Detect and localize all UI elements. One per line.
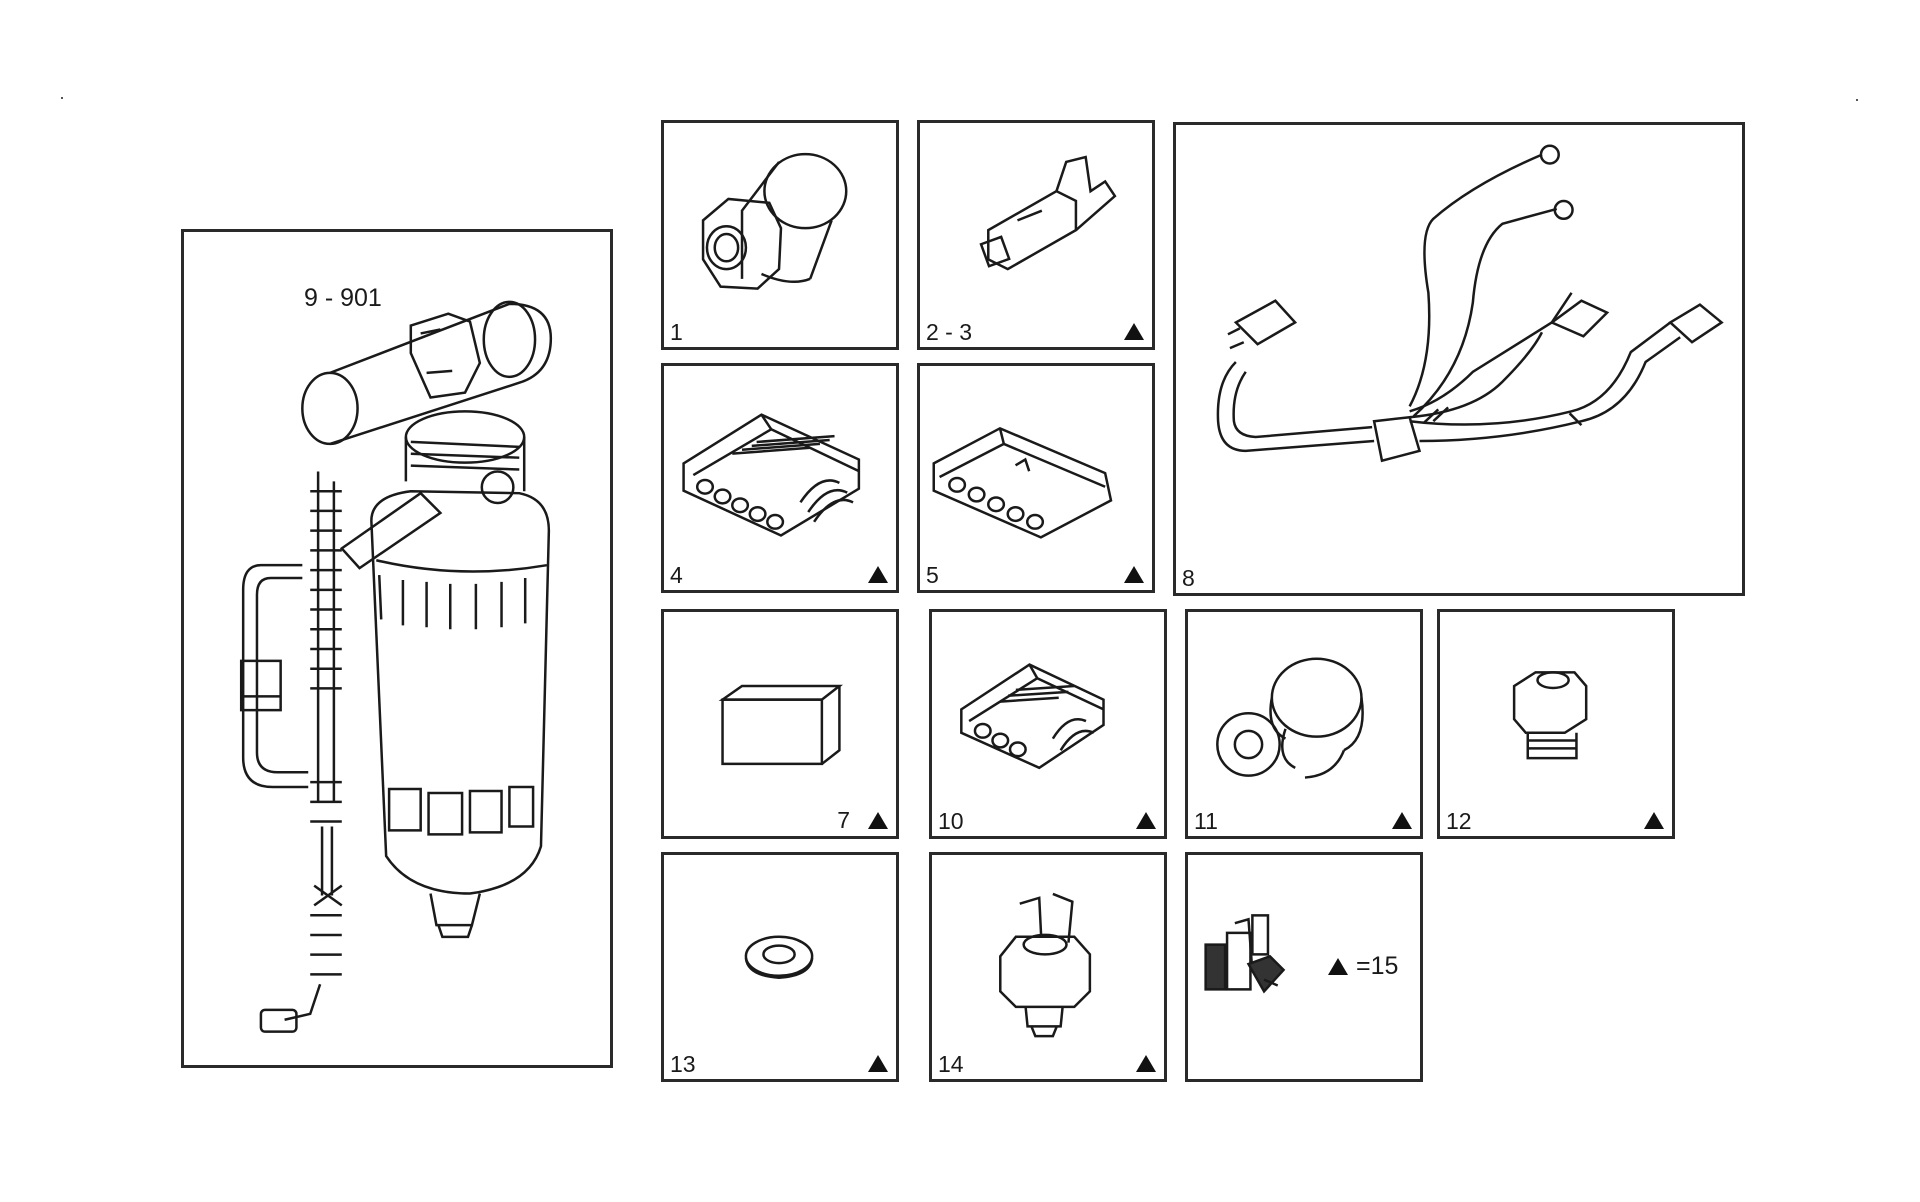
marker-icon	[1124, 323, 1144, 340]
panel-1: 1	[661, 120, 899, 350]
assembly-panel: 9 - 901	[181, 229, 613, 1068]
wiring-harness-icon	[1176, 125, 1742, 593]
panel-4-label: 4	[670, 562, 683, 588]
fuel-filter-assembly-icon	[184, 232, 610, 1065]
panel-8-label: 8	[1182, 565, 1195, 591]
marker-icon	[1136, 1055, 1156, 1072]
panel-14: 14	[929, 852, 1167, 1082]
panel-5: 5	[917, 363, 1155, 593]
panel-15: =15	[1185, 852, 1423, 1082]
marker-icon	[1644, 812, 1664, 829]
panel-14-label: 14	[938, 1051, 964, 1077]
panel-8: 8	[1173, 122, 1745, 596]
nut-cap-icon	[664, 123, 896, 347]
connector-6-way-icon	[664, 366, 896, 590]
panel-10: 10	[929, 609, 1167, 839]
panel-12: 12	[1437, 609, 1675, 839]
panel-11: 11	[1185, 609, 1423, 839]
hex-fitting-icon	[1440, 612, 1672, 836]
panel-10-label: 10	[938, 808, 964, 834]
marker-icon	[1328, 958, 1348, 975]
corner-mark	[1856, 99, 1858, 101]
panel-13-label: 13	[670, 1051, 696, 1077]
panel-11-label: 11	[1194, 808, 1218, 834]
legend-text: =15	[1356, 952, 1399, 980]
panel-1-label: 1	[670, 319, 683, 345]
connector-3-way-icon	[932, 612, 1164, 836]
sensor-switch-icon	[932, 855, 1164, 1079]
connector-housing-icon	[920, 366, 1152, 590]
panel-13: 13	[661, 852, 899, 1082]
terminal-pin-icon	[920, 123, 1152, 347]
panel-2-3-label: 2 - 3	[926, 319, 973, 345]
washer-icon	[664, 855, 896, 1079]
marker-icon	[1392, 812, 1412, 829]
legend-kit-note: =15	[1328, 952, 1398, 981]
panel-2-3: 2 - 3	[917, 120, 1155, 350]
marker-icon	[1136, 812, 1156, 829]
panel-5-label: 5	[926, 562, 939, 588]
panel-7: 7	[661, 609, 899, 839]
corner-mark	[61, 97, 63, 99]
repair-kit-icon	[1188, 855, 1420, 1079]
panel-12-label: 12	[1446, 808, 1472, 834]
marker-icon	[868, 1055, 888, 1072]
marker-icon	[868, 566, 888, 583]
assembly-label: 9 - 901	[304, 284, 382, 312]
rubber-seal-icon	[1188, 612, 1420, 836]
marker-icon	[868, 812, 888, 829]
marker-icon	[1124, 566, 1144, 583]
block-icon	[664, 612, 896, 836]
panel-7-label: 7	[837, 807, 850, 833]
panel-4: 4	[661, 363, 899, 593]
